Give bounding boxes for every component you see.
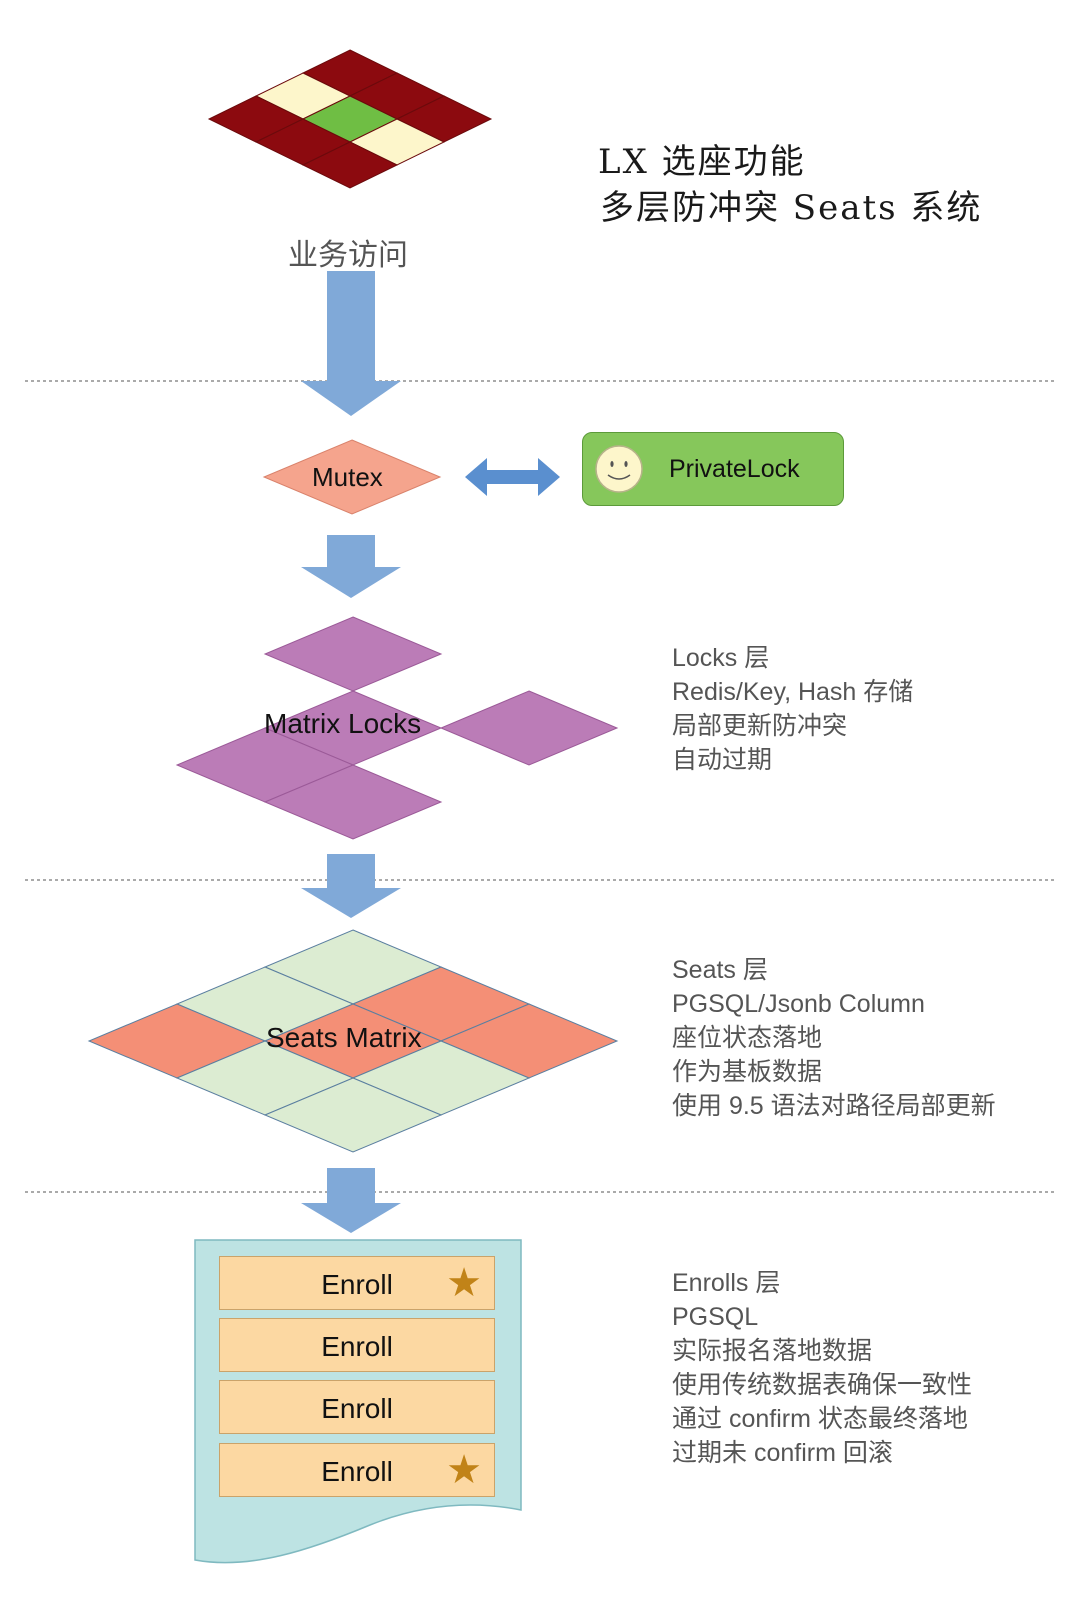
enrolls-note-line: 实际报名落地数据	[672, 1337, 873, 1365]
down-arrow-2	[301, 535, 401, 598]
enrolls-note-line: 过期未 confirm 回滚	[672, 1439, 893, 1467]
mutex-label: Mutex	[312, 462, 383, 492]
enroll-row-3: Enroll	[219, 1380, 495, 1434]
down-arrow-4	[301, 1168, 401, 1233]
seats-note-line: Seats 层	[672, 956, 768, 984]
enrolls-note-line: 通过 confirm 状态最终落地	[672, 1405, 968, 1433]
seats-note-line: 使用 9.5 语法对路径局部更新	[672, 1092, 996, 1120]
title-line-1: LX 选座功能	[598, 142, 806, 182]
seat-matrix-cell	[263, 1077, 443, 1153]
seats-matrix-label: Seats Matrix	[266, 1022, 422, 1053]
lock-cell	[263, 616, 443, 692]
seats-note-line: PGSQL/Jsonb Column	[672, 990, 925, 1018]
enroll-row-1: Enroll ★	[219, 1256, 495, 1310]
enroll-label: Enroll	[321, 1393, 393, 1424]
seats-note-line: 作为基板数据	[672, 1058, 823, 1086]
star-icon: ★	[446, 1261, 482, 1305]
locks-note-line: Redis/Key, Hash 存储	[672, 678, 914, 706]
locks-note-line: 局部更新防冲突	[672, 712, 848, 740]
enrolls-note-line: PGSQL	[672, 1303, 759, 1331]
seats-matrix-shape	[87, 929, 619, 1153]
lock-cell	[263, 764, 443, 840]
enrolls-note-line: 使用传统数据表确保一致性	[672, 1371, 973, 1399]
double-arrow	[465, 458, 560, 496]
enroll-label: Enroll	[321, 1331, 393, 1362]
seat-cell	[301, 141, 399, 189]
enroll-row-4: Enroll ★	[219, 1443, 495, 1497]
entry-label: 业务访问	[288, 239, 408, 272]
enrolls-notes: Enrolls 层 PGSQL 实际报名落地数据 使用传统数据表确保一致性 通过…	[672, 1266, 972, 1470]
title-line-2: 多层防冲突 Seats 系统	[600, 188, 983, 228]
down-arrow-1	[301, 271, 401, 416]
enroll-row-2: Enroll	[219, 1318, 495, 1372]
locks-notes: Locks 层 Redis/Key, Hash 存储 局部更新防冲突 自动过期	[672, 641, 913, 777]
private-lock-box: PrivateLock	[582, 432, 844, 506]
private-lock-label: PrivateLock	[669, 455, 800, 483]
mutex-diamond	[262, 439, 442, 515]
seats-notes: Seats 层 PGSQL/Jsonb Column 座位状态落地 作为基板数据…	[672, 953, 996, 1123]
matrix-locks-label: Matrix Locks	[264, 708, 422, 739]
locks-note-line: 自动过期	[672, 746, 773, 774]
enroll-label: Enroll	[321, 1269, 393, 1300]
locks-note-line: Locks 层	[672, 644, 770, 672]
matrix-locks-shape	[175, 616, 619, 840]
seats-note-line: 座位状态落地	[672, 1024, 823, 1052]
down-arrow-3	[301, 854, 401, 918]
enroll-label: Enroll	[321, 1456, 393, 1487]
enrolls-note-line: Enrolls 层	[672, 1269, 781, 1297]
lock-cell	[439, 690, 619, 766]
seat-grid-logo	[207, 49, 493, 189]
smiley-face-icon	[595, 445, 643, 493]
star-icon: ★	[446, 1448, 482, 1492]
